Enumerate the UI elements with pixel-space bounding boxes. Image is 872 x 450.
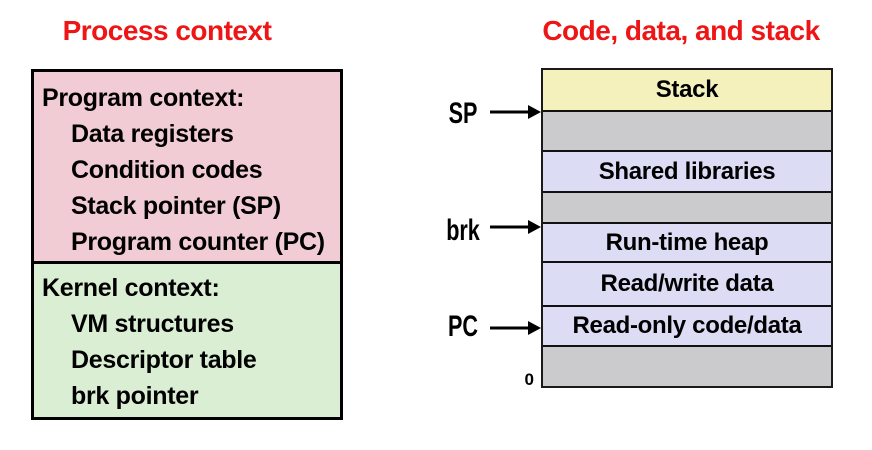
segment-unused-below-stack xyxy=(543,112,831,152)
program-context-section: Program context: Data registers Conditio… xyxy=(34,72,340,264)
program-context-item-data-registers: Data registers xyxy=(71,120,234,148)
kernel-context-header: Kernel context: xyxy=(42,274,220,302)
segment-read-write-data: Read/write data xyxy=(543,263,831,307)
segment-read-write-data-label: Read/write data xyxy=(600,270,774,297)
segment-unused-bottom xyxy=(543,347,831,386)
segment-shared-libraries-label: Shared libraries xyxy=(598,157,776,185)
program-context-item-stack-pointer: Stack pointer (SP) xyxy=(71,192,281,220)
pc-arrow-icon xyxy=(490,321,541,335)
brk-pointer-label: brk xyxy=(446,214,480,247)
kernel-context-item-brk-pointer: brk pointer xyxy=(71,382,199,410)
segment-unused-above-heap xyxy=(543,193,831,224)
process-context-title: Process context xyxy=(62,15,272,46)
segment-read-only-code-data-label: Read-only code/data xyxy=(572,312,802,339)
memory-map-box: Stack Shared libraries Run-time heap Rea… xyxy=(541,68,833,388)
program-context-item-condition-codes: Condition codes xyxy=(71,156,263,184)
segment-shared-libraries: Shared libraries xyxy=(543,152,831,193)
segment-runtime-heap: Run-time heap xyxy=(543,224,831,263)
program-context-header: Program context: xyxy=(42,84,245,112)
sp-pointer-label: SP xyxy=(448,97,478,130)
program-context-item-program-counter: Program counter (PC) xyxy=(71,228,325,256)
kernel-context-section: Kernel context: VM structures Descriptor… xyxy=(34,264,340,417)
segment-runtime-heap-label: Run-time heap xyxy=(605,228,769,256)
brk-arrow-icon xyxy=(490,220,541,234)
code-data-stack-title: Code, data, and stack xyxy=(542,15,820,46)
kernel-context-item-descriptor-table: Descriptor table xyxy=(71,346,257,374)
kernel-context-item-vm-structures: VM structures xyxy=(71,310,234,338)
process-context-box: Program context: Data registers Conditio… xyxy=(31,69,343,420)
segment-stack: Stack xyxy=(543,70,831,112)
segment-stack-label: Stack xyxy=(655,76,719,103)
sp-arrow-icon xyxy=(490,105,541,119)
segment-read-only-code-data: Read-only code/data xyxy=(543,307,831,347)
pc-pointer-label: PC xyxy=(447,310,479,343)
address-origin-zero: 0 xyxy=(524,370,534,389)
